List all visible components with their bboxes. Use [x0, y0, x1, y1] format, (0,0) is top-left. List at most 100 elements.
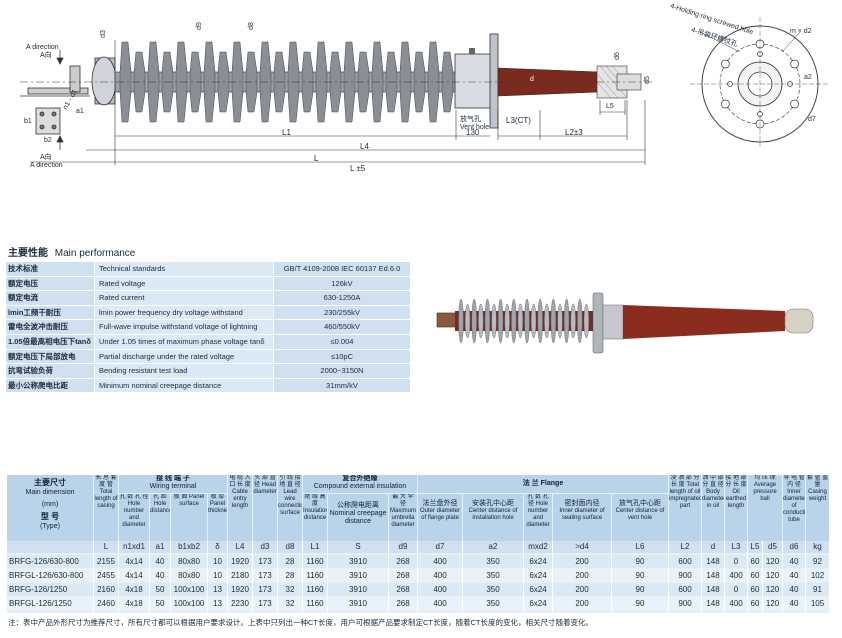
header-flange: 法 兰 Flange: [418, 475, 668, 493]
header-wiring-terminal: 接 线 端 子 Wiring terminal: [119, 475, 227, 493]
table-cell: 2460: [97, 599, 115, 608]
table-cell: 6x24: [529, 599, 547, 608]
perf-value: 230/255kV: [274, 305, 410, 320]
header-umbrella: 最 大 伞 径 Maximum umbrella diameter: [389, 494, 417, 541]
table-row: [7, 555, 829, 568]
perf-cn: 1.05倍最高相电压下tanδ: [6, 334, 94, 349]
column-divider: [327, 541, 328, 613]
column-divider: [668, 541, 669, 613]
a-direction-bottom-en-label: A direction: [30, 162, 63, 169]
table-cell: 32: [285, 599, 295, 608]
table-cell: 148: [706, 557, 720, 566]
symbol-cell: d3: [253, 541, 277, 553]
wiring-cn: 接 线 端 子: [156, 475, 190, 482]
header-panel-surface: 板 面 Panel surface: [171, 494, 207, 541]
column-divider: [93, 541, 94, 613]
symbol-cell: [7, 541, 93, 553]
b2-label: b2: [44, 137, 52, 144]
table-cell: 90: [635, 571, 645, 580]
table-cell: 400: [433, 585, 447, 594]
photo-shed: [471, 298, 477, 344]
l3-ct-label: L3(CT): [506, 116, 531, 125]
table-cell: 1160: [306, 599, 324, 608]
header-sealing: 密封面内径 Inner diameter of sealing surface: [553, 494, 611, 541]
table-cell: 90: [635, 585, 645, 594]
symbol-cell: b1xb2: [171, 541, 207, 553]
photo-shed: [464, 303, 471, 339]
header-casing-weight: 套 管 重 量 Casing weight: [806, 475, 829, 541]
perf-value: 31mm/kV: [274, 378, 410, 393]
symbol-cell: n1xd1: [119, 541, 149, 553]
table-cell: 350: [486, 557, 500, 566]
table-cell: 900: [678, 599, 692, 608]
bolt-hole: [721, 59, 730, 69]
dim-130-label: 130: [466, 128, 480, 137]
perf-cn: 技术标准: [6, 262, 94, 276]
table-cell: 28: [285, 571, 295, 580]
symbol-cell: kg: [806, 541, 829, 553]
table-cell: 173: [258, 571, 272, 580]
shed: [119, 41, 132, 123]
d7-label: d7: [808, 116, 816, 123]
table-cell: 40: [789, 599, 799, 608]
table-cell: 1160: [306, 571, 324, 580]
table-cell: 268: [396, 585, 410, 594]
table-cell: 32: [285, 585, 295, 594]
photo-shed: [550, 298, 557, 344]
shed: [203, 41, 216, 123]
d5-label: d5: [643, 76, 651, 84]
table-cell: 600: [678, 585, 692, 594]
table-cell: 2455: [97, 571, 115, 580]
unit-label: (mm): [41, 501, 59, 508]
column-divider: [252, 541, 253, 613]
table-cell: 400: [433, 557, 447, 566]
table-cell: 80x80: [178, 571, 200, 580]
column-divider: [207, 541, 208, 613]
table-cell: 268: [396, 557, 410, 566]
a-direction-top-label: A direction: [26, 44, 59, 51]
shed: [413, 51, 426, 113]
column-divider: [118, 541, 119, 613]
table-row: [7, 597, 829, 610]
shed: [189, 51, 202, 113]
table-footnote: 注：表中产品外形尺寸为推荐尺寸，所有尺寸都可以根据用户要求设计。上表中只列出一种…: [8, 618, 593, 627]
photo-shed: [544, 303, 550, 339]
table-row: [7, 569, 829, 582]
table-cell: 91: [813, 585, 822, 594]
table-cell: 120: [765, 585, 780, 594]
column-divider: [417, 541, 418, 613]
creep-en: Nominal creepage distance: [329, 510, 387, 525]
main-dimension-header: 主要尺寸 Main dimension (mm) 型 号 (Type): [7, 475, 93, 541]
table-cell: 200: [575, 557, 589, 566]
table-cell: 350: [486, 599, 500, 608]
perf-value: 2000~3150N: [274, 364, 410, 378]
perf-cn: 额定电压下局部放电: [6, 349, 94, 364]
symbol-cell: d9: [389, 541, 417, 553]
perf-value: ≤10pC: [274, 349, 410, 364]
column-divider: [227, 541, 228, 613]
l1-dimension-label: L1: [282, 128, 291, 137]
table-cell: 173: [258, 585, 272, 594]
perf-value: 630-1250A: [274, 291, 410, 305]
photo-shed: [484, 298, 491, 344]
center-cn: 安装孔中心距: [472, 500, 514, 507]
table-cell: 1920: [231, 557, 249, 566]
column-divider: [782, 541, 783, 613]
table-cell: 148: [706, 571, 720, 580]
header-vent-hole: 放气孔中心距 Center distance of vent hole: [612, 494, 668, 541]
symbol-cell: d7: [418, 541, 462, 553]
header-flange-outer: 法兰盘外径 Outer diameter of flange plate: [418, 494, 462, 541]
column-divider: [552, 541, 553, 613]
table-cell: 173: [258, 599, 272, 608]
table-cell: 3910: [349, 585, 367, 594]
table-cell: 50: [155, 585, 165, 594]
table-cell: 600: [678, 557, 692, 566]
table-cell: 120: [765, 571, 780, 580]
header-pressure-ball: 均 压 球 Average pressure ball: [748, 475, 782, 541]
photo-shed: [537, 298, 543, 344]
header-total-length: 长 总 套 度 管 Total length of casing: [94, 475, 118, 541]
